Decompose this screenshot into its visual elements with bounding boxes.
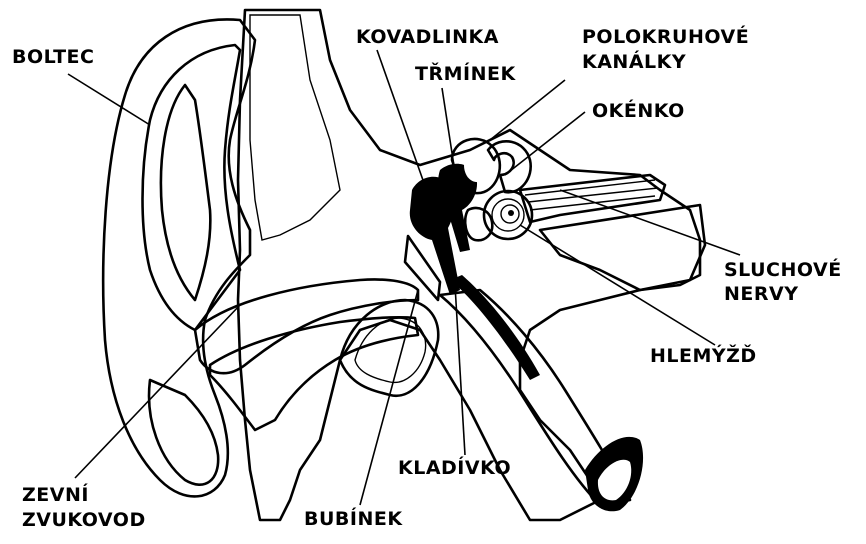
label-okenko: OKÉNKO <box>592 100 685 122</box>
leader-zevni <box>75 305 240 478</box>
leader-polokruhove <box>490 80 565 140</box>
inner-ear-bone <box>540 205 705 290</box>
leader-kladivko <box>455 285 465 455</box>
pinna-antihelix <box>161 85 210 300</box>
pinna-inner-fold <box>143 45 241 330</box>
label-kladivko: KLADÍVKO <box>398 457 511 479</box>
label-trminek: TŘMÍNEK <box>415 63 516 85</box>
label-zevni-1: ZEVNÍ <box>22 484 89 506</box>
label-kovadlinka: KOVADLINKA <box>356 26 499 48</box>
pinna-lobe <box>149 380 218 485</box>
nerve-strands <box>525 180 658 210</box>
stapes <box>465 208 492 240</box>
leader-hlemyzd <box>520 225 715 345</box>
label-sluchove-1: SLUCHOVÉ <box>724 259 842 281</box>
eustachian-tube-dark <box>450 275 540 380</box>
label-polokruhove-2: KANÁLKY <box>582 51 686 73</box>
label-boltec: BOLTEC <box>12 46 94 68</box>
label-hlemyzd: HLEMÝŽĎ <box>650 345 757 367</box>
label-polokruhove-1: POLOKRUHOVÉ <box>582 26 749 48</box>
cochlea <box>484 191 532 239</box>
label-bubinek: BUBÍNEK <box>304 508 403 530</box>
label-zevni-2: ZVUKOVOD <box>22 509 146 531</box>
ear-canal <box>195 279 418 373</box>
leader-boltec <box>68 74 150 125</box>
label-sluchove-2: NERVY <box>724 283 798 305</box>
